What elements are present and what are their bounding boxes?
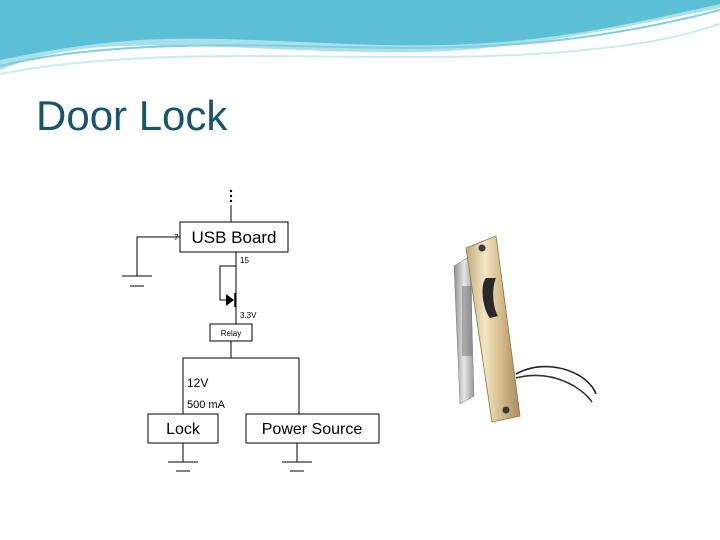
ground-symbol-power bbox=[282, 461, 312, 472]
voltage-12v-label: 12V bbox=[187, 376, 208, 390]
usb-board-label: USB Board bbox=[191, 228, 276, 247]
header-banner bbox=[0, 0, 720, 75]
diode-symbol bbox=[226, 293, 236, 307]
ellipsis-dots bbox=[229, 189, 233, 203]
ground-symbol-lock bbox=[168, 461, 198, 472]
slide-title: Door Lock bbox=[36, 92, 228, 139]
power-source-box bbox=[245, 413, 380, 444]
door-strike-photo bbox=[398, 226, 602, 432]
lock-label: Lock bbox=[166, 421, 201, 438]
current-500ma-label: 500 mA bbox=[187, 399, 226, 411]
pin-15-label: 15 bbox=[240, 256, 249, 265]
relay-label: Relay bbox=[221, 329, 241, 338]
ground-symbol-usb bbox=[122, 275, 152, 287]
power-source-label: Power Source bbox=[262, 421, 363, 438]
voltage-3v3-label: 3.3V bbox=[240, 311, 257, 320]
